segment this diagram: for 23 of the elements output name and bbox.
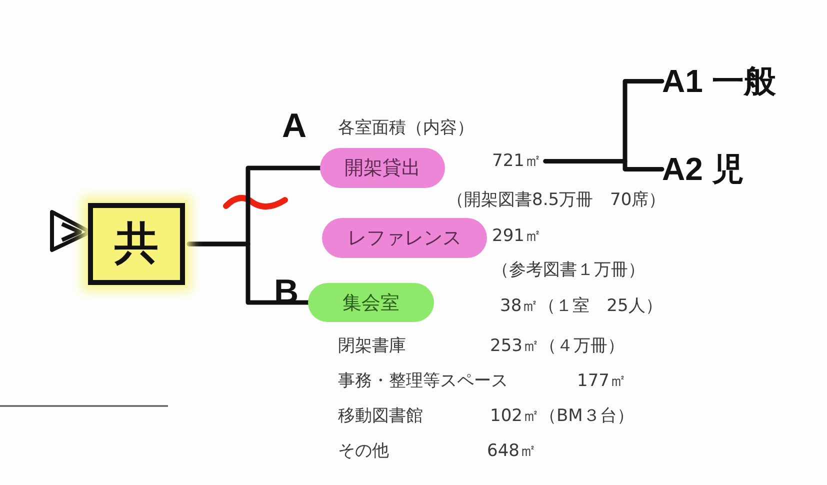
room-text: 各室面積（内容） xyxy=(338,118,474,138)
highlighted-room-label: レファレンス xyxy=(322,218,487,258)
room-text: 移動図書館 xyxy=(338,406,423,426)
room-text: その他 xyxy=(338,441,389,462)
highlighted-room-label: 集会室 xyxy=(308,283,434,322)
room-text: 648㎡ xyxy=(487,441,536,462)
room-text: 38㎡（１室 25人） xyxy=(500,296,662,316)
handwritten-label: A2 児 xyxy=(662,150,744,188)
handwritten-label: A1 一般 xyxy=(662,62,776,100)
room-text: （開架図書8.5万冊 70席） xyxy=(447,190,666,210)
room-text: 253㎡（４万冊） xyxy=(490,336,624,356)
branch-letter: A xyxy=(282,106,307,147)
bracket-connector xyxy=(186,242,310,305)
area-value: 291㎡ xyxy=(492,226,542,246)
highlighted-room-label: 開架貸出 xyxy=(320,148,445,188)
room-text: 事務・整理等スペース xyxy=(338,371,508,392)
bracket-connector xyxy=(543,158,664,172)
room-text: 閉架書庫 xyxy=(338,336,406,356)
sticky-note-box: 共 xyxy=(88,203,185,285)
area-value: 721㎡ xyxy=(492,151,542,172)
room-text: （参考図書１万冊） xyxy=(492,260,645,280)
room-text: 177㎡ xyxy=(577,371,626,392)
room-text: 102㎡（BM３台） xyxy=(490,406,634,426)
